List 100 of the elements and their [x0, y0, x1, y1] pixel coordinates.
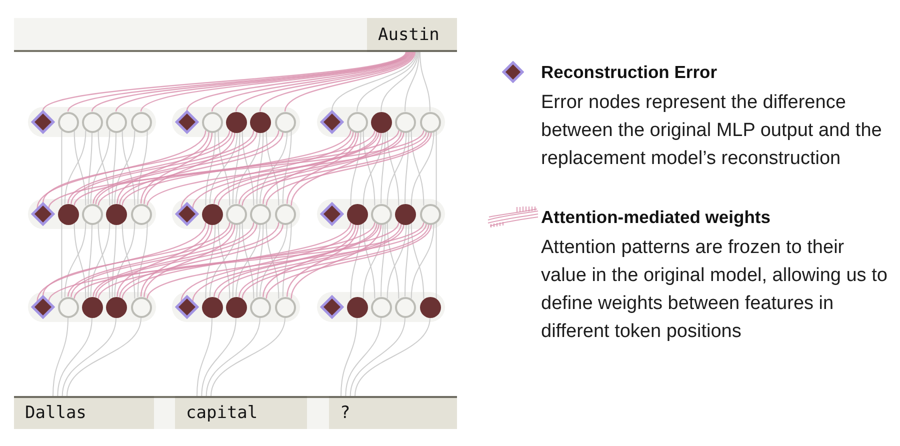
inactive-feature-circle [130, 112, 152, 132]
attention-weight-line [290, 132, 382, 206]
inactive-feature-circle [250, 204, 270, 224]
connection-line [386, 222, 400, 300]
connection-line [201, 317, 236, 396]
feature-row-pill [28, 107, 156, 137]
connection-line [112, 132, 116, 205]
attention-weight-line [180, 132, 354, 208]
error-node-diamond [320, 110, 344, 134]
connection-line [74, 130, 86, 206]
connection-line [88, 224, 92, 298]
inactive-feature-circle [82, 204, 102, 224]
connection-line [282, 130, 292, 204]
attention-weight-line [262, 132, 356, 204]
feature-row-pill [28, 199, 156, 229]
attention-weight-line [262, 224, 356, 298]
connection-line [266, 222, 280, 300]
active-feature-circle [250, 112, 270, 132]
attention-weight-line [146, 223, 427, 299]
active-feature-circle [106, 204, 126, 224]
connection-line [209, 132, 238, 204]
active-feature-circle [202, 204, 222, 224]
legend-description: Attention patterns are frozen to their value in the original model, allowing us to define weights between features in different token positions [541, 236, 888, 344]
active-feature-circle [394, 204, 416, 224]
feature-row-pill [172, 199, 300, 229]
connection-line [354, 317, 430, 396]
connection-line [410, 131, 434, 206]
legend-title: Attention-mediated weights [541, 206, 772, 228]
connection-line [404, 52, 420, 112]
attention-weight-line [42, 130, 230, 203]
attention-weight-line [286, 132, 359, 204]
attention-weight-line [116, 224, 210, 297]
attention-weight-line [119, 224, 284, 298]
connection-line [410, 223, 434, 300]
connection-line [410, 222, 424, 300]
active-feature-circle [202, 296, 222, 318]
inactive-feature-circle [250, 296, 270, 318]
connection-line [114, 130, 136, 204]
inactive-feature-circle [420, 112, 440, 132]
attention-weight-line [95, 222, 280, 298]
feature-row-pill [317, 199, 445, 229]
error-node-diamond [175, 110, 199, 134]
inactive-feature-circle [274, 112, 296, 132]
feature-row-pill [317, 292, 445, 322]
connection-line [236, 224, 260, 297]
error-node-diamond [320, 202, 344, 226]
active-feature-circle [346, 204, 368, 224]
connection-line [114, 222, 136, 298]
inactive-feature-circle [370, 296, 392, 318]
active-feature-circle [82, 296, 102, 318]
attention-weight-line [140, 132, 213, 204]
error-node-diamond [31, 202, 55, 226]
connection-line [74, 222, 86, 300]
error-node-diamond [31, 295, 55, 319]
connection-line [386, 132, 407, 206]
connection-line [196, 317, 212, 396]
connection-line [350, 131, 362, 206]
connection-line [137, 222, 148, 298]
feature-row-pill [172, 292, 300, 322]
connection-line [332, 52, 416, 111]
connection-line [61, 222, 62, 300]
connection-line [350, 317, 406, 396]
attention-weight-line [92, 132, 258, 204]
connection-line [242, 222, 254, 300]
connection-line [66, 317, 142, 396]
connection-line [260, 224, 288, 297]
connection-line [62, 317, 116, 396]
connection-line [362, 222, 376, 300]
output-token-strip [14, 18, 457, 52]
inactive-feature-circle [58, 112, 78, 132]
connection-line [64, 222, 86, 298]
attention-weight-line [92, 224, 258, 297]
connection-line [380, 131, 386, 204]
error-node-diamond [175, 202, 199, 226]
attention-weight-line [144, 132, 236, 204]
connection-line [380, 52, 418, 112]
attention-weight-line [70, 130, 254, 204]
legend-description: Error nodes represent the difference between the original MLP output and the replacement model’s reconstruction [541, 91, 883, 171]
attention-weight-line [48, 222, 424, 302]
connection-line [260, 132, 288, 204]
connection-line [98, 222, 110, 300]
connection-line [122, 222, 136, 300]
attention-weight-line [48, 130, 424, 209]
active-feature-circle [106, 296, 126, 318]
inactive-feature-circle [346, 112, 368, 132]
connection-line [340, 317, 358, 396]
connection-line [404, 223, 410, 297]
attention-weight-line [95, 130, 280, 204]
connection-line [380, 223, 386, 297]
attention-weight-line [146, 131, 427, 206]
active-feature-circle [226, 296, 246, 318]
connection-line [218, 130, 230, 206]
connection-line [362, 130, 376, 206]
connection-line [57, 317, 92, 396]
input-token: capital [175, 396, 307, 429]
input-token: Dallas [14, 396, 154, 429]
connection-line [90, 130, 110, 204]
error-node-diamond [175, 295, 199, 319]
connection-line [436, 222, 437, 300]
connection-line [232, 131, 240, 204]
